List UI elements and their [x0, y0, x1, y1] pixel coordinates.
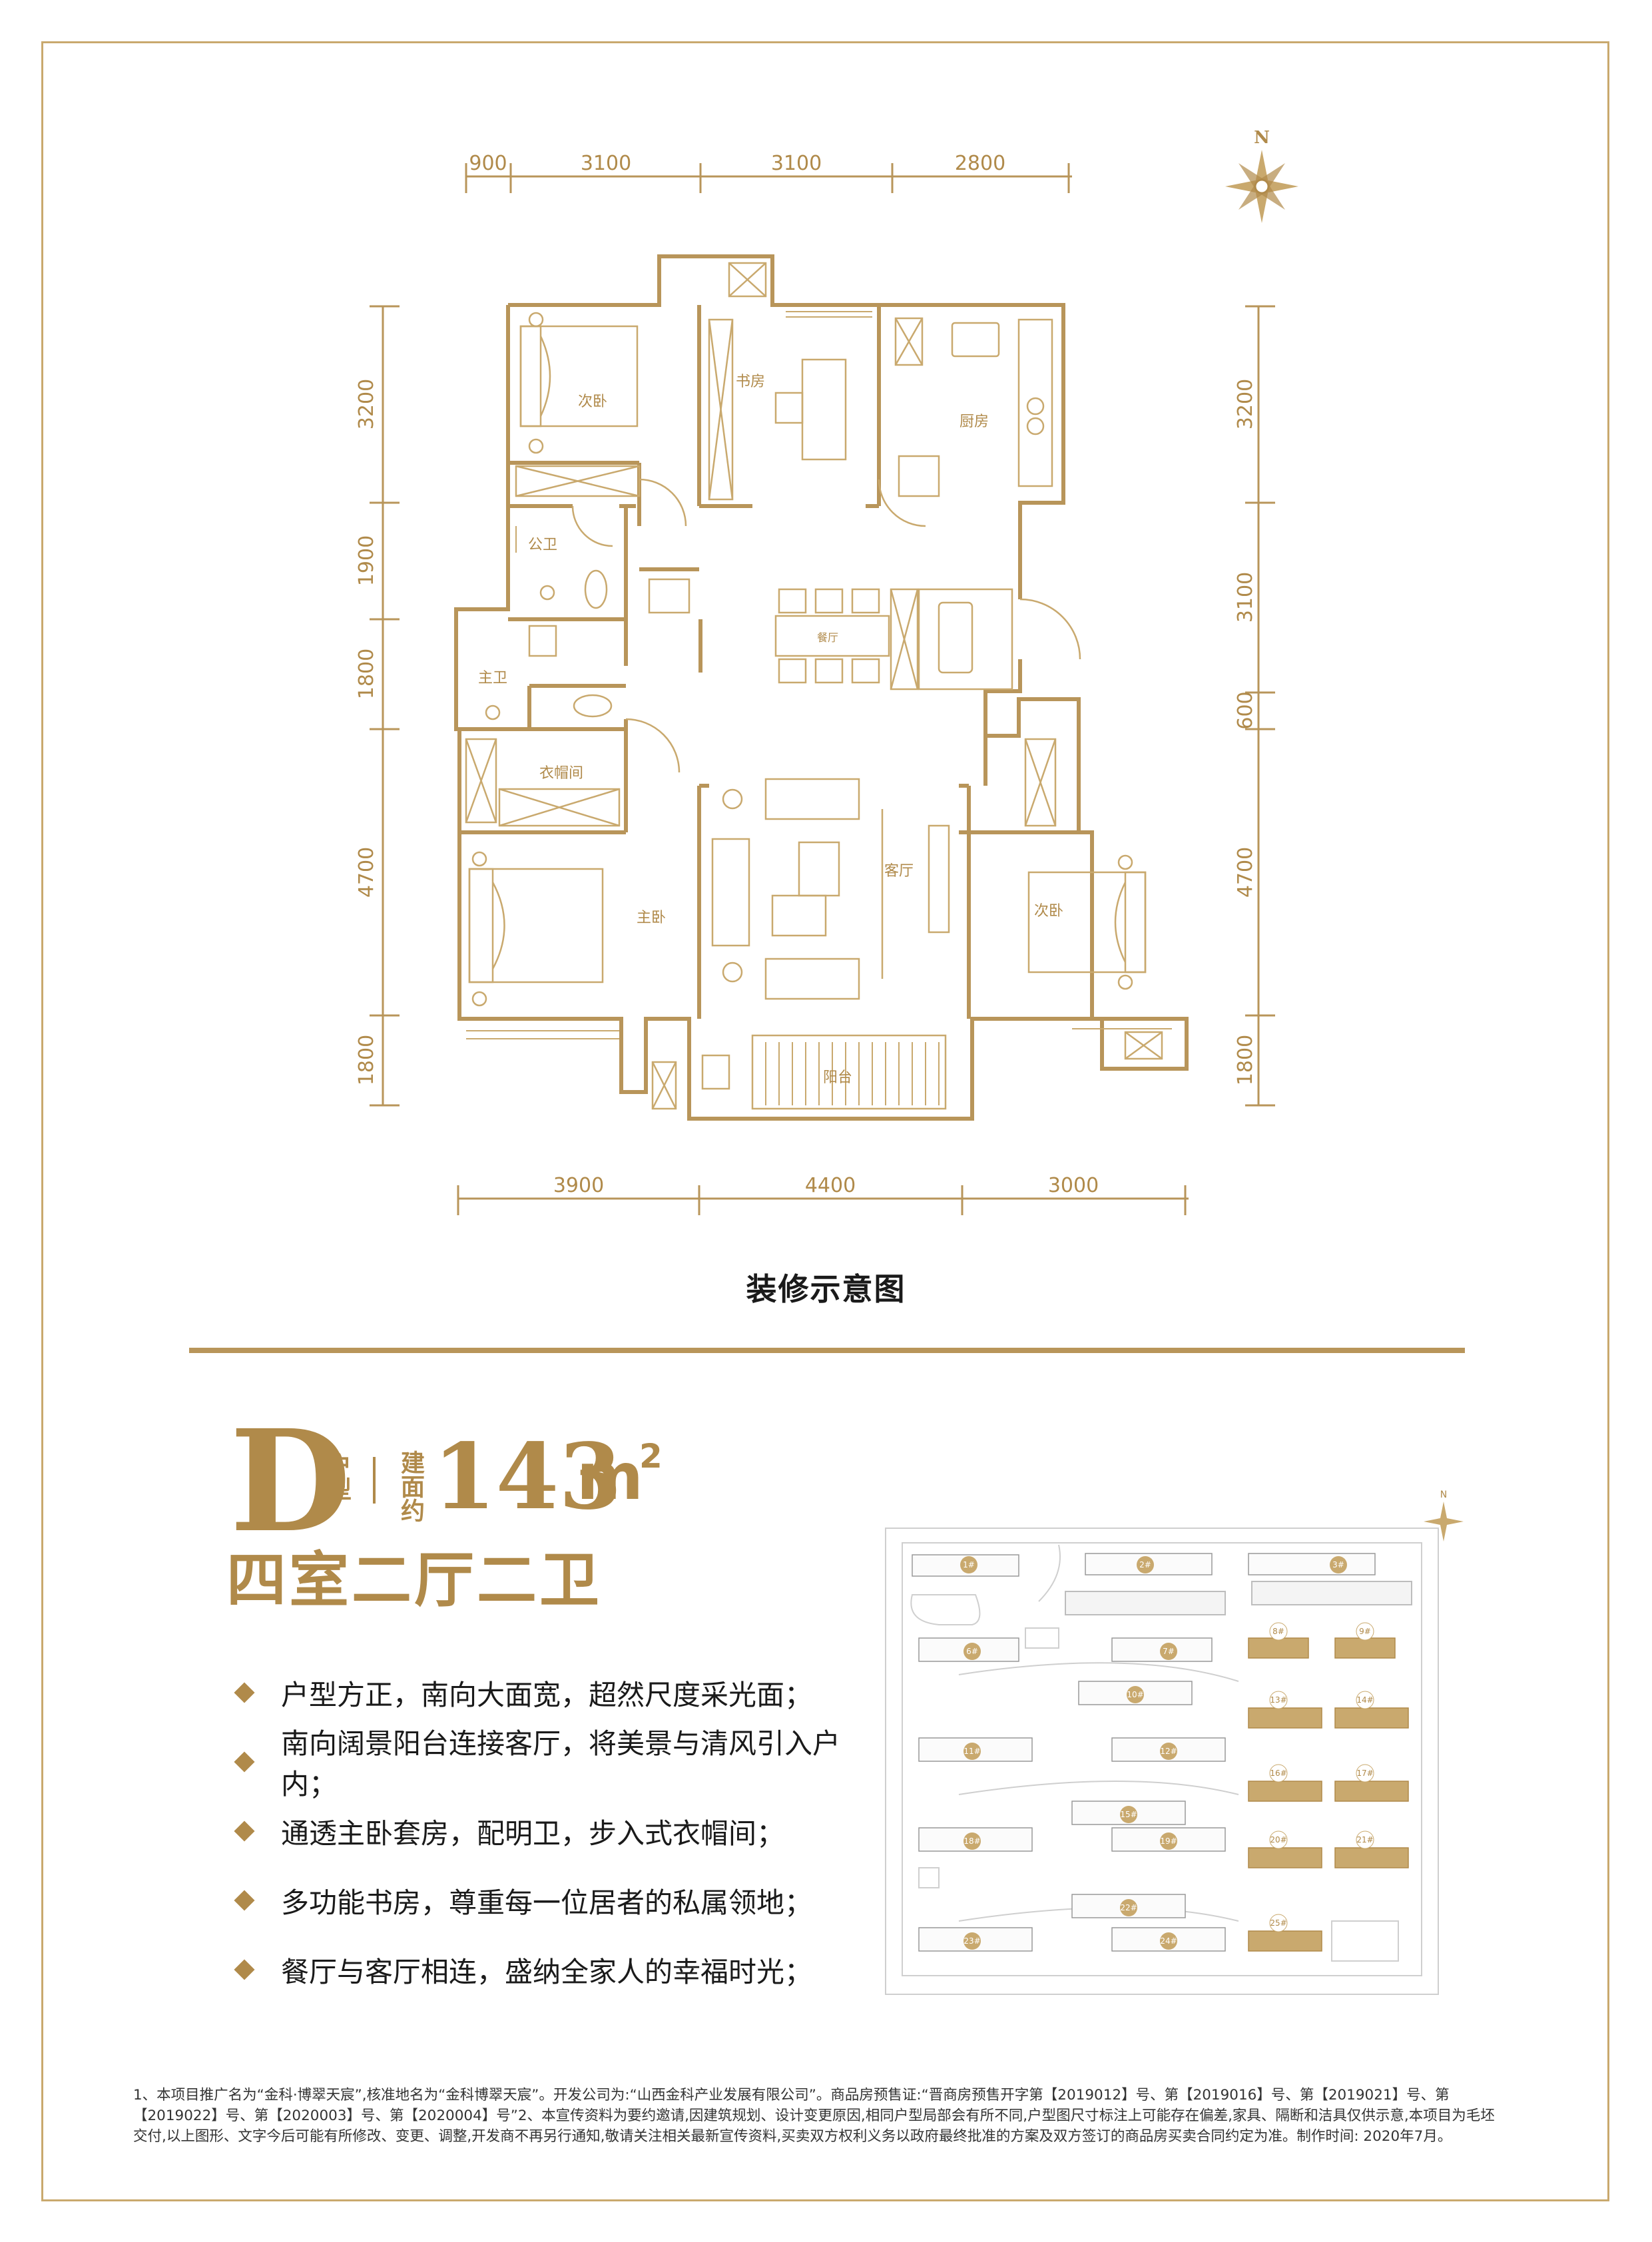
feature-text: 多功能书房，尊重每一位居者的私属领地；: [281, 1886, 813, 1919]
right-dim-3: 600: [1234, 691, 1257, 729]
building-label: 2#: [1139, 1560, 1151, 1569]
building-label: 24#: [1160, 1936, 1177, 1946]
building-label: 14#: [1356, 1695, 1373, 1705]
left-dim-2: 1900: [355, 535, 378, 586]
room-label-bedroom-nw: 次卧: [578, 394, 607, 410]
room-label-closet: 衣帽间: [539, 765, 583, 782]
unit-type-label: 户型: [324, 1453, 351, 1501]
left-dim-3: 1800: [355, 649, 378, 699]
feature-text: 户型方正，南向大面宽，超然尺度采光面；: [281, 1678, 813, 1711]
feature-item: 多功能书房，尊重每一位居者的私属领地；: [226, 1866, 892, 1935]
right-dim-2: 3100: [1234, 572, 1257, 623]
diamond-bullet-icon: [234, 1890, 255, 1911]
diamond-bullet-icon: [234, 1821, 255, 1842]
building-label: 18#: [964, 1836, 980, 1846]
building-label: 3#: [1332, 1560, 1344, 1569]
building-label: 23#: [964, 1936, 980, 1946]
feature-item: 通透主卧套房，配明卫，步入式衣帽间；: [226, 1797, 892, 1866]
building-label: 17#: [1356, 1769, 1373, 1778]
site-compass-icon: N: [1424, 1490, 1464, 1541]
room-label-bedroom-se: 次卧: [1034, 903, 1063, 920]
building-label: 11#: [964, 1747, 980, 1756]
compass-icon: N: [1225, 128, 1298, 223]
layout-title: 四室二厅二卫: [226, 1545, 602, 1615]
left-dim-5: 1800: [355, 1035, 378, 1085]
svg-text:N: N: [1254, 128, 1270, 148]
building-label: 1#: [963, 1560, 975, 1569]
building-label: 13#: [1270, 1695, 1286, 1705]
top-dim-3: 3100: [771, 152, 822, 175]
building-label: 8#: [1272, 1627, 1284, 1636]
feature-list: 户型方正，南向大面宽，超然尺度采光面； 南向阔景阳台连接客厅，将美景与清风引入户…: [226, 1658, 892, 2004]
right-dim-5: 1800: [1234, 1035, 1257, 1085]
diamond-bullet-icon: [234, 1751, 255, 1773]
feature-item: 南向阔景阳台连接客厅，将美景与清风引入户内；: [226, 1727, 892, 1801]
diamond-bullet-icon: [234, 1682, 255, 1703]
bottom-dim-3: 3000: [1048, 1174, 1099, 1197]
room-label-study: 书房: [736, 374, 765, 390]
bottom-dim-2: 4400: [805, 1174, 856, 1197]
building-label: 25#: [1270, 1918, 1286, 1928]
area-unit-superscript: 2: [639, 1437, 663, 1476]
top-dim-2: 3100: [581, 152, 631, 175]
unit-label-separator: [373, 1457, 376, 1504]
floor-plan: 900 3100 3100 2800 3900 4400 3000 3200 1…: [355, 128, 1298, 1215]
feature-text: 通透主卧套房，配明卫，步入式衣帽间；: [281, 1817, 785, 1850]
feature-item: 户型方正，南向大面宽，超然尺度采光面；: [226, 1658, 892, 1727]
top-dim-1: 900: [469, 152, 507, 175]
room-label-kitchen: 厨房: [960, 414, 989, 430]
building-label: 12#: [1160, 1747, 1177, 1756]
top-dim-4: 2800: [955, 152, 1005, 175]
site-plan: N: [866, 1482, 1465, 2014]
building-label: 19#: [1160, 1836, 1177, 1846]
page-border: [41, 41, 1609, 2201]
building-label: 15#: [1120, 1810, 1137, 1819]
svg-text:N: N: [1440, 1490, 1447, 1500]
feature-text: 餐厅与客厅相连，盛纳全家人的幸福时光；: [281, 1955, 813, 1988]
building-label: 6#: [966, 1647, 978, 1656]
area-value: 143: [433, 1424, 622, 1530]
area-unit: m: [577, 1440, 644, 1514]
feature-text: 南向阔景阳台连接客厅，将美景与清风引入户内；: [281, 1727, 841, 1801]
area-label: 建面约: [397, 1450, 424, 1522]
building-label: 10#: [1127, 1690, 1143, 1699]
building-label: 20#: [1270, 1835, 1286, 1844]
unit-letter: D: [230, 1399, 352, 1563]
section-divider: [189, 1348, 1465, 1353]
room-label-living: 客厅: [884, 863, 914, 880]
building-label: 7#: [1163, 1647, 1175, 1656]
legal-footnote: 1、本项目推广名为“金科·博翠天宸”,核准地名为“金科博翠天宸”。开发公司为:“…: [133, 2087, 1495, 2145]
room-label-dining: 餐厅: [817, 631, 838, 644]
bottom-dim-1: 3900: [553, 1174, 604, 1197]
feature-item: 餐厅与客厅相连，盛纳全家人的幸福时光；: [226, 1935, 892, 2004]
plan-caption: 装修示意图: [746, 1271, 906, 1307]
room-label-balcony: 阳台: [823, 1069, 852, 1086]
room-label-master-bath: 主卫: [478, 670, 507, 687]
building-label: 9#: [1359, 1627, 1371, 1636]
right-dim-4: 4700: [1234, 847, 1257, 898]
right-dim-1: 3200: [1234, 379, 1257, 429]
room-label-master-bedroom: 主卧: [637, 910, 666, 926]
building-label: 22#: [1120, 1903, 1137, 1912]
room-label-public-bath: 公卫: [528, 537, 557, 553]
left-dim-1: 3200: [355, 379, 378, 429]
diamond-bullet-icon: [234, 1959, 255, 1980]
left-dim-4: 4700: [355, 847, 378, 898]
building-label: 21#: [1356, 1835, 1373, 1844]
building-label: 16#: [1270, 1769, 1286, 1778]
